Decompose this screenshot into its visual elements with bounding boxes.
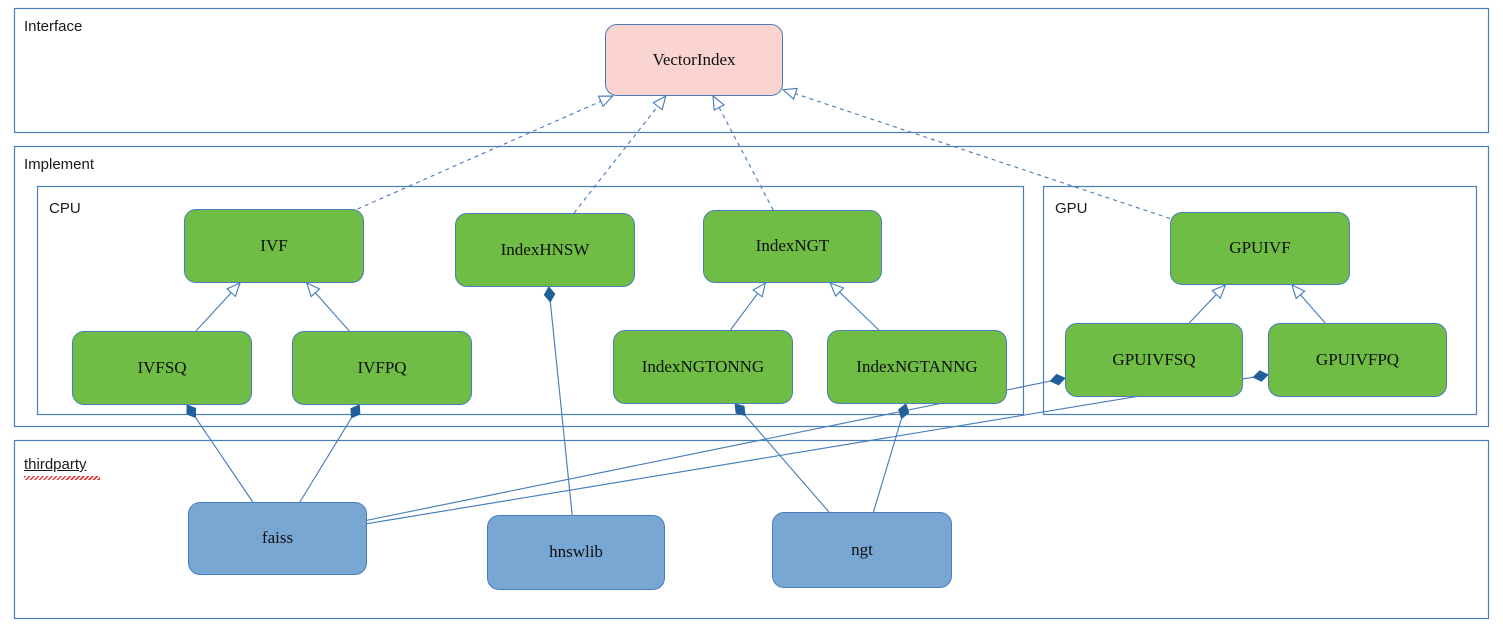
inheritance-arrowhead-indexngt-vectorindex bbox=[712, 94, 726, 112]
composition-diamond-ivfpq-faiss bbox=[350, 404, 361, 419]
composition-diamond-ivfsq-faiss bbox=[186, 404, 197, 419]
inheritance-arrowhead-gpuivfsq-gpuivf bbox=[1211, 283, 1227, 300]
class-node-vectorindex[interactable]: VectorIndex bbox=[605, 24, 783, 96]
class-node-gpuivf[interactable]: GPUIVF bbox=[1170, 212, 1350, 285]
edge-line-ivfpq-faiss bbox=[299, 417, 352, 503]
class-node-label: IndexNGT bbox=[755, 236, 830, 256]
package-interface bbox=[13, 7, 1490, 134]
package-thirdparty bbox=[13, 439, 1490, 620]
composition-diamond-indexhnsw-hnswlib bbox=[543, 286, 556, 303]
package-label-interface: Interface bbox=[24, 18, 83, 35]
edge-line-gpuivfpq-faiss bbox=[366, 376, 1254, 525]
edge-line-ivf-vectorindex bbox=[357, 100, 602, 210]
subpackage-cpu bbox=[36, 185, 1025, 416]
class-node-label: VectorIndex bbox=[652, 49, 736, 69]
edge-line-indexngtanng-indexngt bbox=[839, 291, 880, 331]
edge-line-ivfsq-ivf bbox=[195, 292, 232, 332]
class-node-ivfpq[interactable]: IVFPQ bbox=[292, 331, 472, 405]
inheritance-arrowhead-indexngtonng-indexngt bbox=[752, 281, 767, 298]
class-node-indexhnsw[interactable]: IndexHNSW bbox=[455, 213, 635, 287]
class-node-indexngtanng[interactable]: IndexNGTANNG bbox=[827, 330, 1007, 404]
class-node-label: GPUIVFPQ bbox=[1315, 349, 1400, 369]
edge-line-gpuivfsq-gpuivf bbox=[1188, 294, 1217, 324]
class-node-label: GPUIVF bbox=[1229, 238, 1291, 258]
inheritance-arrowhead-indexhnsw-vectorindex bbox=[652, 94, 667, 111]
edge-line-gpuivf-vectorindex bbox=[795, 93, 1171, 220]
package-label-thirdparty: thirdparty bbox=[24, 456, 87, 473]
class-node-ngt[interactable]: ngt bbox=[772, 512, 952, 588]
inheritance-arrowhead-indexngtanng-indexngt bbox=[829, 281, 845, 298]
class-node-label: faiss bbox=[261, 528, 294, 548]
class-node-label: hnswlib bbox=[549, 542, 603, 562]
package-implement bbox=[13, 145, 1490, 428]
composition-diamond-indexngtonng-ngt bbox=[734, 403, 746, 416]
composition-diamond-gpuivfpq-faiss bbox=[1252, 370, 1269, 382]
class-node-label: GPUIVFSQ bbox=[1112, 349, 1196, 369]
edge-line-gpuivfpq-gpuivf bbox=[1300, 294, 1326, 324]
inheritance-arrowhead-ivfpq-ivf bbox=[305, 281, 321, 298]
subpackage-label-cpu: CPU bbox=[49, 200, 81, 217]
class-node-gpuivfsq[interactable]: GPUIVFSQ bbox=[1065, 323, 1243, 397]
inheritance-arrowhead-ivf-vectorindex bbox=[597, 95, 615, 108]
edge-line-indexngtonng-indexngt bbox=[730, 293, 759, 331]
spellcheck-underline bbox=[24, 476, 100, 480]
class-node-indexngt[interactable]: IndexNGT bbox=[703, 210, 882, 283]
edge-line-indexngt-vectorindex bbox=[718, 107, 774, 211]
class-node-ivfsq[interactable]: IVFSQ bbox=[72, 331, 252, 405]
edge-line-ivfsq-faiss bbox=[195, 417, 254, 503]
edge-line-ivfpq-ivf bbox=[314, 292, 350, 332]
subpackage-label-gpu: GPU bbox=[1055, 200, 1088, 217]
class-node-label: IVF bbox=[260, 235, 288, 255]
class-node-label: ngt bbox=[851, 539, 873, 559]
inheritance-arrowhead-gpuivfpq-gpuivf bbox=[1290, 283, 1306, 300]
composition-diamond-gpuivfsq-faiss bbox=[1049, 373, 1066, 386]
class-node-label: IndexNGTANNG bbox=[856, 356, 978, 376]
class-node-faiss[interactable]: faiss bbox=[188, 502, 367, 575]
edge-line-indexhnsw-vectorindex bbox=[573, 105, 659, 214]
class-node-label: IndexHNSW bbox=[500, 239, 590, 259]
edge-line-indexhnsw-hnswlib bbox=[549, 301, 573, 516]
class-node-label: IVFPQ bbox=[357, 357, 407, 377]
inheritance-arrowhead-ivfsq-ivf bbox=[226, 281, 242, 298]
edge-line-indexngtanng-ngt bbox=[872, 418, 903, 513]
inheritance-arrowhead-gpuivf-vectorindex bbox=[781, 87, 798, 101]
class-node-label: IVFSQ bbox=[137, 357, 187, 377]
class-node-ivf[interactable]: IVF bbox=[184, 209, 364, 283]
class-node-label: IndexNGTONNG bbox=[641, 356, 765, 376]
composition-diamond-indexngtanng-ngt bbox=[898, 403, 910, 420]
class-node-hnswlib[interactable]: hnswlib bbox=[487, 515, 665, 590]
edge-line-indexngtonng-ngt bbox=[744, 414, 830, 513]
package-label-implement: Implement bbox=[24, 156, 95, 173]
edge-line-gpuivfsq-faiss bbox=[366, 380, 1051, 521]
class-node-indexngtonng[interactable]: IndexNGTONNG bbox=[613, 330, 793, 404]
subpackage-gpu bbox=[1042, 185, 1478, 416]
class-node-gpuivfpq[interactable]: GPUIVFPQ bbox=[1268, 323, 1447, 397]
